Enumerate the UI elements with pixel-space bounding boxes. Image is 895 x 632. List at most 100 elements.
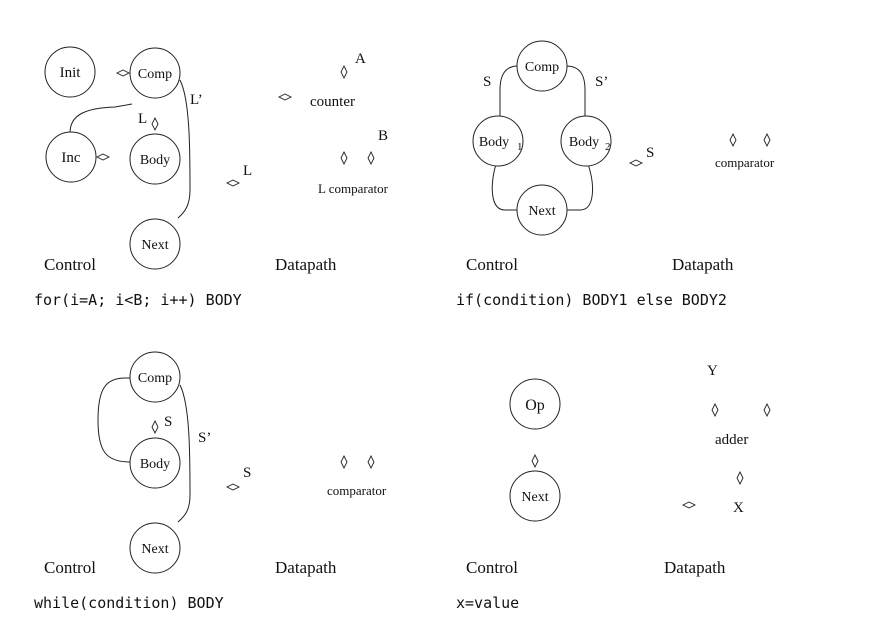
s-body-edge-label: S [164, 414, 172, 430]
adder-out-port [736, 471, 744, 485]
counter-port [278, 93, 292, 101]
if-datapath: S comparator [629, 133, 775, 170]
s-port [226, 483, 240, 491]
next-node [129, 522, 181, 574]
comparator-in-port-1 [340, 151, 348, 165]
body2-subscript: 2 [605, 141, 611, 153]
l-port [226, 179, 240, 187]
init-node-label: Init [60, 65, 82, 81]
l-body-edge-label: L [138, 111, 147, 127]
comp-node-label: Comp [525, 60, 559, 75]
comparator-in-port-1 [340, 455, 348, 469]
body1-subscript: 1 [517, 141, 523, 153]
body1-node [472, 115, 524, 167]
body-node-label: Body [140, 457, 170, 472]
body-node-label: Body [140, 153, 170, 168]
counter-label: counter [310, 94, 355, 110]
body-port [151, 420, 159, 434]
l-side-label: L [243, 163, 252, 179]
s-side-label: S [243, 465, 251, 481]
s-prime-edge-label: S’ [595, 74, 608, 90]
next-port [531, 454, 539, 468]
assign-control-fsm: Op Next [509, 378, 561, 522]
next-node [516, 184, 568, 236]
if-else-section: Comp Body 1 Body 2 Next S S’ S comparato… [456, 40, 775, 309]
assign-section: Op Next Y adder X Control Datapath x=val… [456, 363, 771, 612]
while-datapath: S comparator [226, 455, 387, 498]
s-edge-label: S [483, 74, 491, 90]
next-node-label: Next [528, 204, 555, 219]
x-port [682, 501, 696, 509]
op-node-label: Op [525, 397, 545, 414]
y-label: Y [707, 363, 718, 379]
init-node [44, 46, 96, 98]
comp-to-body1-wire [499, 65, 519, 118]
body-to-comp-wire [97, 377, 131, 463]
x-label: X [733, 500, 744, 516]
for-code-line: for(i=A; i<B; i++) BODY [34, 291, 242, 309]
while-code-line: while(condition) BODY [34, 594, 224, 612]
adder-in-port-1 [711, 403, 719, 417]
assign-control-caption: Control [466, 558, 518, 577]
s-side-label: S [646, 145, 654, 161]
if-control-fsm: Comp Body 1 Body 2 Next S S’ [472, 40, 612, 236]
body1-to-next-wire [491, 163, 518, 211]
comparator-in-port-2 [367, 151, 375, 165]
comparator-in-port-2 [367, 455, 375, 469]
comp-node [129, 47, 181, 99]
if-control-caption: Control [466, 255, 518, 274]
adder-label: adder [715, 432, 748, 448]
while-control-fsm: Comp Body Next S S’ [97, 351, 211, 574]
s-port [629, 159, 643, 167]
l-comparator-label: L comparator [318, 181, 389, 196]
comp-to-next-wire [177, 384, 191, 523]
body-node [129, 133, 181, 185]
inc-body-port [96, 153, 110, 161]
if-code-line: if(condition) BODY1 else BODY2 [456, 291, 727, 309]
body2-node-label: Body [569, 135, 599, 150]
body-node [129, 437, 181, 489]
next-node [509, 470, 561, 522]
s-prime-edge-label: S’ [198, 430, 211, 446]
comp-to-body2-wire [565, 65, 586, 118]
comparator-in-port-1 [729, 133, 737, 147]
adder-in-port-2 [763, 403, 771, 417]
l-prime-edge-label: L’ [190, 92, 203, 108]
inc-node-label: Inc [61, 150, 80, 166]
body2-to-next-wire [566, 163, 593, 211]
comp-node [516, 40, 568, 92]
assign-datapath-caption: Datapath [664, 558, 726, 577]
b-label: B [378, 128, 388, 144]
comp-node [129, 351, 181, 403]
inc-to-comp-wire [69, 103, 133, 134]
init-comp-port [116, 69, 130, 77]
for-control-fsm: Init Comp Inc Body Next L’ L [44, 46, 203, 270]
comp-node-label: Comp [138, 371, 172, 386]
while-loop-section: Comp Body Next S S’ S comparator Control… [34, 351, 387, 612]
comp-to-next-wire [177, 79, 191, 219]
body-port [151, 117, 159, 131]
body2-node [560, 115, 612, 167]
next-node-label: Next [141, 542, 168, 557]
for-control-caption: Control [44, 255, 96, 274]
if-datapath-caption: Datapath [672, 255, 734, 274]
for-loop-section: Init Comp Inc Body Next L’ L A counter B… [34, 46, 389, 309]
comparator-label: comparator [327, 483, 387, 498]
comp-node-label: Comp [138, 67, 172, 82]
next-node-label: Next [141, 238, 168, 253]
for-datapath: A counter B L L comparator [226, 51, 389, 196]
assign-code-line: x=value [456, 594, 519, 612]
while-control-caption: Control [44, 558, 96, 577]
assign-datapath: Y adder X [682, 363, 771, 516]
next-node [129, 218, 181, 270]
comparator-label: comparator [715, 155, 775, 170]
op-node [509, 378, 561, 430]
inc-node [45, 131, 97, 183]
for-datapath-caption: Datapath [275, 255, 337, 274]
a-port [340, 65, 348, 79]
body1-node-label: Body [479, 135, 509, 150]
while-datapath-caption: Datapath [275, 558, 337, 577]
comparator-in-port-2 [763, 133, 771, 147]
next-node-label: Next [521, 490, 548, 505]
